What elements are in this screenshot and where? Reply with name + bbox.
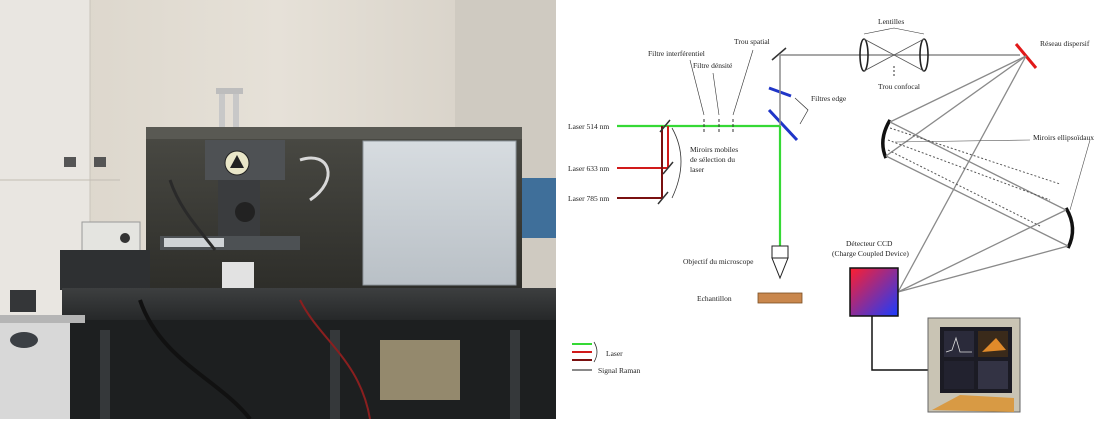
edge-filter <box>767 108 799 142</box>
ccd-detector-icon <box>849 267 899 317</box>
label-confocal-pinhole: Trou confocal <box>878 82 920 91</box>
label-laser-785: Laser 785 nm <box>568 194 609 203</box>
label-laser-514: Laser 514 nm <box>568 122 609 131</box>
label-laser-633: Laser 633 nm <box>568 164 609 173</box>
label-spatial-pinhole: Trou spatial <box>734 37 770 46</box>
spectrometer-photo-drawing <box>0 0 556 419</box>
legend-label-signal: Signal Raman <box>598 366 641 375</box>
raman-schematic: Laser 514 nm Laser 633 nm Laser 785 nm F… <box>556 0 1102 419</box>
raman-schematic-drawing: Laser 514 nm Laser 633 nm Laser 785 nm F… <box>568 17 1094 413</box>
label-ellipsoidal-mirrors: Miroirs ellipsoïdaux <box>1033 133 1094 142</box>
label-mobile-mirrors-3: laser <box>690 165 705 174</box>
label-interference-filter: Filtre interférentiel <box>648 49 705 58</box>
mobile-mirror <box>657 191 669 205</box>
label-density-filter: Filtre dénsité <box>693 61 733 70</box>
label-mobile-mirrors-2: de sélection du <box>690 155 735 164</box>
label-ccd-2: (Charge Coupled Device) <box>832 249 909 258</box>
legend-label-laser: Laser <box>606 349 623 358</box>
label-edge-filters: Filtres edge <box>811 94 847 103</box>
ellipsoidal-mirror <box>1064 207 1075 249</box>
ellipsoidal-mirror <box>881 119 892 159</box>
spectrometer-photo <box>0 0 556 419</box>
mobile-mirror <box>659 119 671 133</box>
label-ccd-1: Détecteur CCD <box>846 239 893 248</box>
mobile-mirror <box>662 161 674 175</box>
label-sample: Echantillon <box>697 294 732 303</box>
objective-icon <box>771 245 789 259</box>
sample-icon <box>757 292 803 304</box>
label-dispersive-grating: Réseau dispersif <box>1040 39 1090 48</box>
label-objective: Objectif du microscope <box>683 257 754 266</box>
label-mobile-mirrors-1: Miroirs mobiles <box>690 145 738 154</box>
label-lenses: Lentilles <box>878 17 904 26</box>
